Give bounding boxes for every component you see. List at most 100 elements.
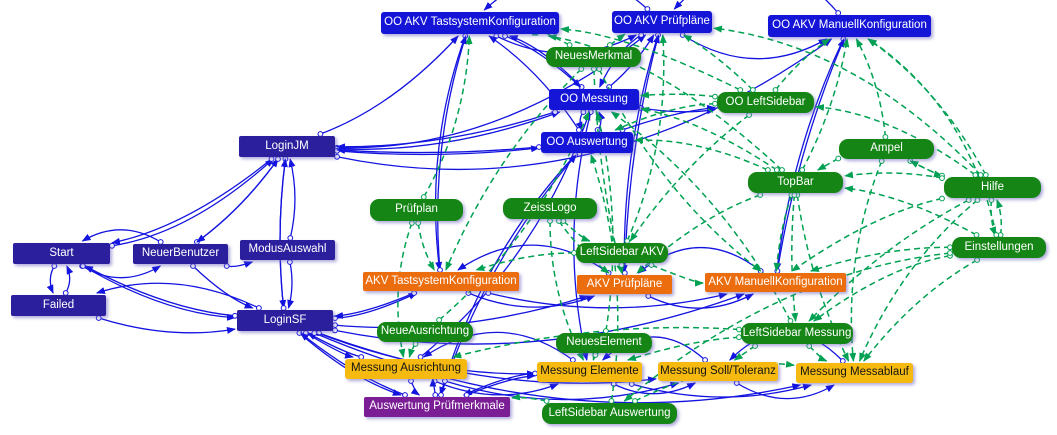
node-leftSidebarAKV[interactable]: LeftSidebar AKV xyxy=(576,243,668,263)
edge-port-circle xyxy=(332,327,338,334)
edge-ooAkvTast-ooMessung xyxy=(504,35,582,88)
edge-port-circle xyxy=(835,155,842,162)
edge-modusAuswahl-loginJM xyxy=(288,158,296,239)
edge-neuerBenutzer-start xyxy=(81,229,162,243)
edge-auswertungPruefmerkmale-messungElemente xyxy=(466,372,536,396)
node-zeissLogo[interactable]: ZeissLogo xyxy=(503,198,597,219)
edge-messungAusrichtung-loginSF xyxy=(306,332,362,358)
edge-leftSidebarMessung-messungAusrichtung xyxy=(452,326,740,359)
edge-hilfe-ooLeftSidebar xyxy=(815,103,976,176)
node-ooAkvManuell[interactable]: OO AKV ManuellKonfiguration xyxy=(768,15,931,37)
edge-ooLeftSidebar-ooAkvPruef xyxy=(682,34,754,91)
node-leftSidebarAuswertung[interactable]: LeftSidebar Auswertung xyxy=(542,403,677,424)
node-neuerBenutzer[interactable]: NeuerBenutzer xyxy=(133,244,228,264)
edge-zeissLogo-leftSidebarAKV xyxy=(562,220,591,242)
edge-start-loginSF xyxy=(82,265,236,321)
edge-hilfe-akvManuell xyxy=(791,197,943,272)
edge-topBar-akvManuell xyxy=(773,194,793,272)
edge-port-circle xyxy=(939,195,945,202)
edge-neuerBenutzer-loginSF xyxy=(192,265,254,309)
node-einstellungen[interactable]: Einstellungen xyxy=(952,237,1046,258)
edge-messungAusrichtung-messungSoll xyxy=(444,380,680,401)
edge-einstellungen-akvManuell xyxy=(809,246,951,272)
node-pruefplan[interactable]: Prüfplan xyxy=(370,199,463,221)
edge-neuesMerkmal-ooAkvPruef xyxy=(609,33,626,46)
edge-ampel-ooAkvManuell xyxy=(855,38,887,138)
edge-failed-loginSF xyxy=(98,317,236,334)
node-loginSF[interactable]: LoginSF xyxy=(237,310,333,331)
edge-start-loginJM xyxy=(111,158,274,247)
node-modusAuswahl[interactable]: ModusAuswahl xyxy=(240,240,335,260)
edge-topBar-leftSidebarMessung xyxy=(791,194,799,322)
node-neueAusrichtung[interactable]: NeueAusrichtung xyxy=(377,322,473,342)
edge-ooMessung-loginJM xyxy=(336,111,556,151)
edge-ooAuswertung-ooAkvTast xyxy=(488,35,580,131)
node-akvPruef[interactable]: AKV Prüfpläne xyxy=(577,275,672,294)
edge-loginSF-failed xyxy=(95,282,260,309)
node-ooMessung[interactable]: OO Messung xyxy=(549,89,639,110)
node-topBar[interactable]: TopBar xyxy=(748,172,843,193)
edge-einstellungen-hilfe xyxy=(996,199,1003,236)
edge-loginJM-ooAkvTast xyxy=(320,35,459,135)
edge-zeissLogo-messungElemente xyxy=(549,220,585,361)
edge-topBar-ooMessung xyxy=(640,106,778,171)
node-ampel[interactable]: Ampel xyxy=(839,139,934,159)
edge-topBar-akvPruef xyxy=(636,194,761,274)
node-loginJM[interactable]: LoginJM xyxy=(239,136,335,157)
edge-einstellungen-leftSidebarMessung xyxy=(813,255,951,322)
node-akvManuell[interactable]: AKV ManuellKonfiguration xyxy=(705,273,846,292)
node-messungElemente[interactable]: Messung Elemente xyxy=(537,362,642,382)
edge-port-circle xyxy=(334,153,340,160)
node-leftSidebarMessung[interactable]: LeftSidebar Messung xyxy=(741,323,853,344)
edge-loginSF-start xyxy=(84,265,236,317)
edge-akvManuell-ooAkvManuell xyxy=(776,38,845,272)
edge-messungElemente-messungAusrichtung xyxy=(422,331,574,361)
node-messungAusrichtung[interactable]: Messung Ausrichtung xyxy=(345,359,467,379)
edge-ooAuswertung-ooLeftSidebar xyxy=(622,104,716,131)
node-ooAkvPruef[interactable]: OO AKV Prüfpläne xyxy=(612,11,712,33)
node-akvTast[interactable]: AKV TastsystemKonfiguration xyxy=(363,272,519,291)
edge-hilfe-einstellungen xyxy=(989,199,997,236)
edge-zeissLogo-akvPruef xyxy=(558,220,610,274)
edge-ooLeftSidebar-ooAkvTast xyxy=(560,26,741,91)
edge-hilfe-messungMessablauf xyxy=(858,199,978,362)
edge-loginJM-start xyxy=(111,158,272,245)
node-start[interactable]: Start xyxy=(13,243,110,264)
edge-neuesMerkmal-ooAkvTast xyxy=(534,26,570,46)
node-messungSoll[interactable]: Messung Soll/Toleranz xyxy=(658,362,778,381)
node-neuesMerkmal[interactable]: NeuesMerkmal xyxy=(546,47,641,67)
edge-pruefplan-ooAkvTast xyxy=(423,35,473,198)
edge-topBar-ooAkvTast xyxy=(547,33,783,171)
edge-pruefplan-akvTast xyxy=(417,222,435,271)
edge-akvTast-loginSF xyxy=(334,292,415,319)
edge-messungElemente-messungSoll xyxy=(613,382,697,395)
edge-einstellungen-ooAkvManuell xyxy=(867,38,998,236)
node-ooAuswertung[interactable]: OO Auswertung xyxy=(541,132,633,153)
node-neuesElement[interactable]: NeuesElement xyxy=(556,333,652,353)
edge-leftSidebarAKV-akvManuell xyxy=(651,264,704,287)
edge-ooAkvManuell-akvManuell xyxy=(774,38,844,272)
edge-ooAkvTast-akvTast xyxy=(434,35,466,271)
node-messungMessablauf[interactable]: Messung Messablauf xyxy=(796,363,913,383)
edge-loginJM-ooAkvManuell xyxy=(336,38,833,171)
edge-loginSF-loginJM xyxy=(279,158,288,309)
edge-loginJM-ooMessung xyxy=(336,111,561,150)
node-hilfe[interactable]: Hilfe xyxy=(944,177,1041,198)
edge-messungAusrichtung-messungElemente xyxy=(434,380,559,396)
edge-port-circle xyxy=(939,175,945,182)
edge-messungElemente-messungMessablauf xyxy=(631,383,812,398)
edge-akvTast-ooAkvTast xyxy=(437,35,467,271)
edge-hilfe-leftSidebarMessung xyxy=(808,199,970,322)
edge-loginJM-neuerBenutzer xyxy=(196,158,279,243)
edge-akvPruef-akvManuell xyxy=(648,293,755,309)
node-ooAkvTast[interactable]: OO AKV TastsystemKonfiguration xyxy=(381,12,559,34)
edge-leftSidebarMessung-messungElemente xyxy=(626,336,740,361)
edge-leftSidebarMessung-ooMessung xyxy=(610,111,792,322)
node-failed[interactable]: Failed xyxy=(11,295,106,316)
node-ooLeftSidebar[interactable]: OO LeftSidebar xyxy=(717,92,814,113)
edge-ooAuswertung-loginJM xyxy=(336,146,540,154)
node-auswertungPruefmerkmale[interactable]: Auswertung Prüfmerkmale xyxy=(364,397,510,417)
edge-topBar-ooAkvManuell xyxy=(801,38,850,171)
